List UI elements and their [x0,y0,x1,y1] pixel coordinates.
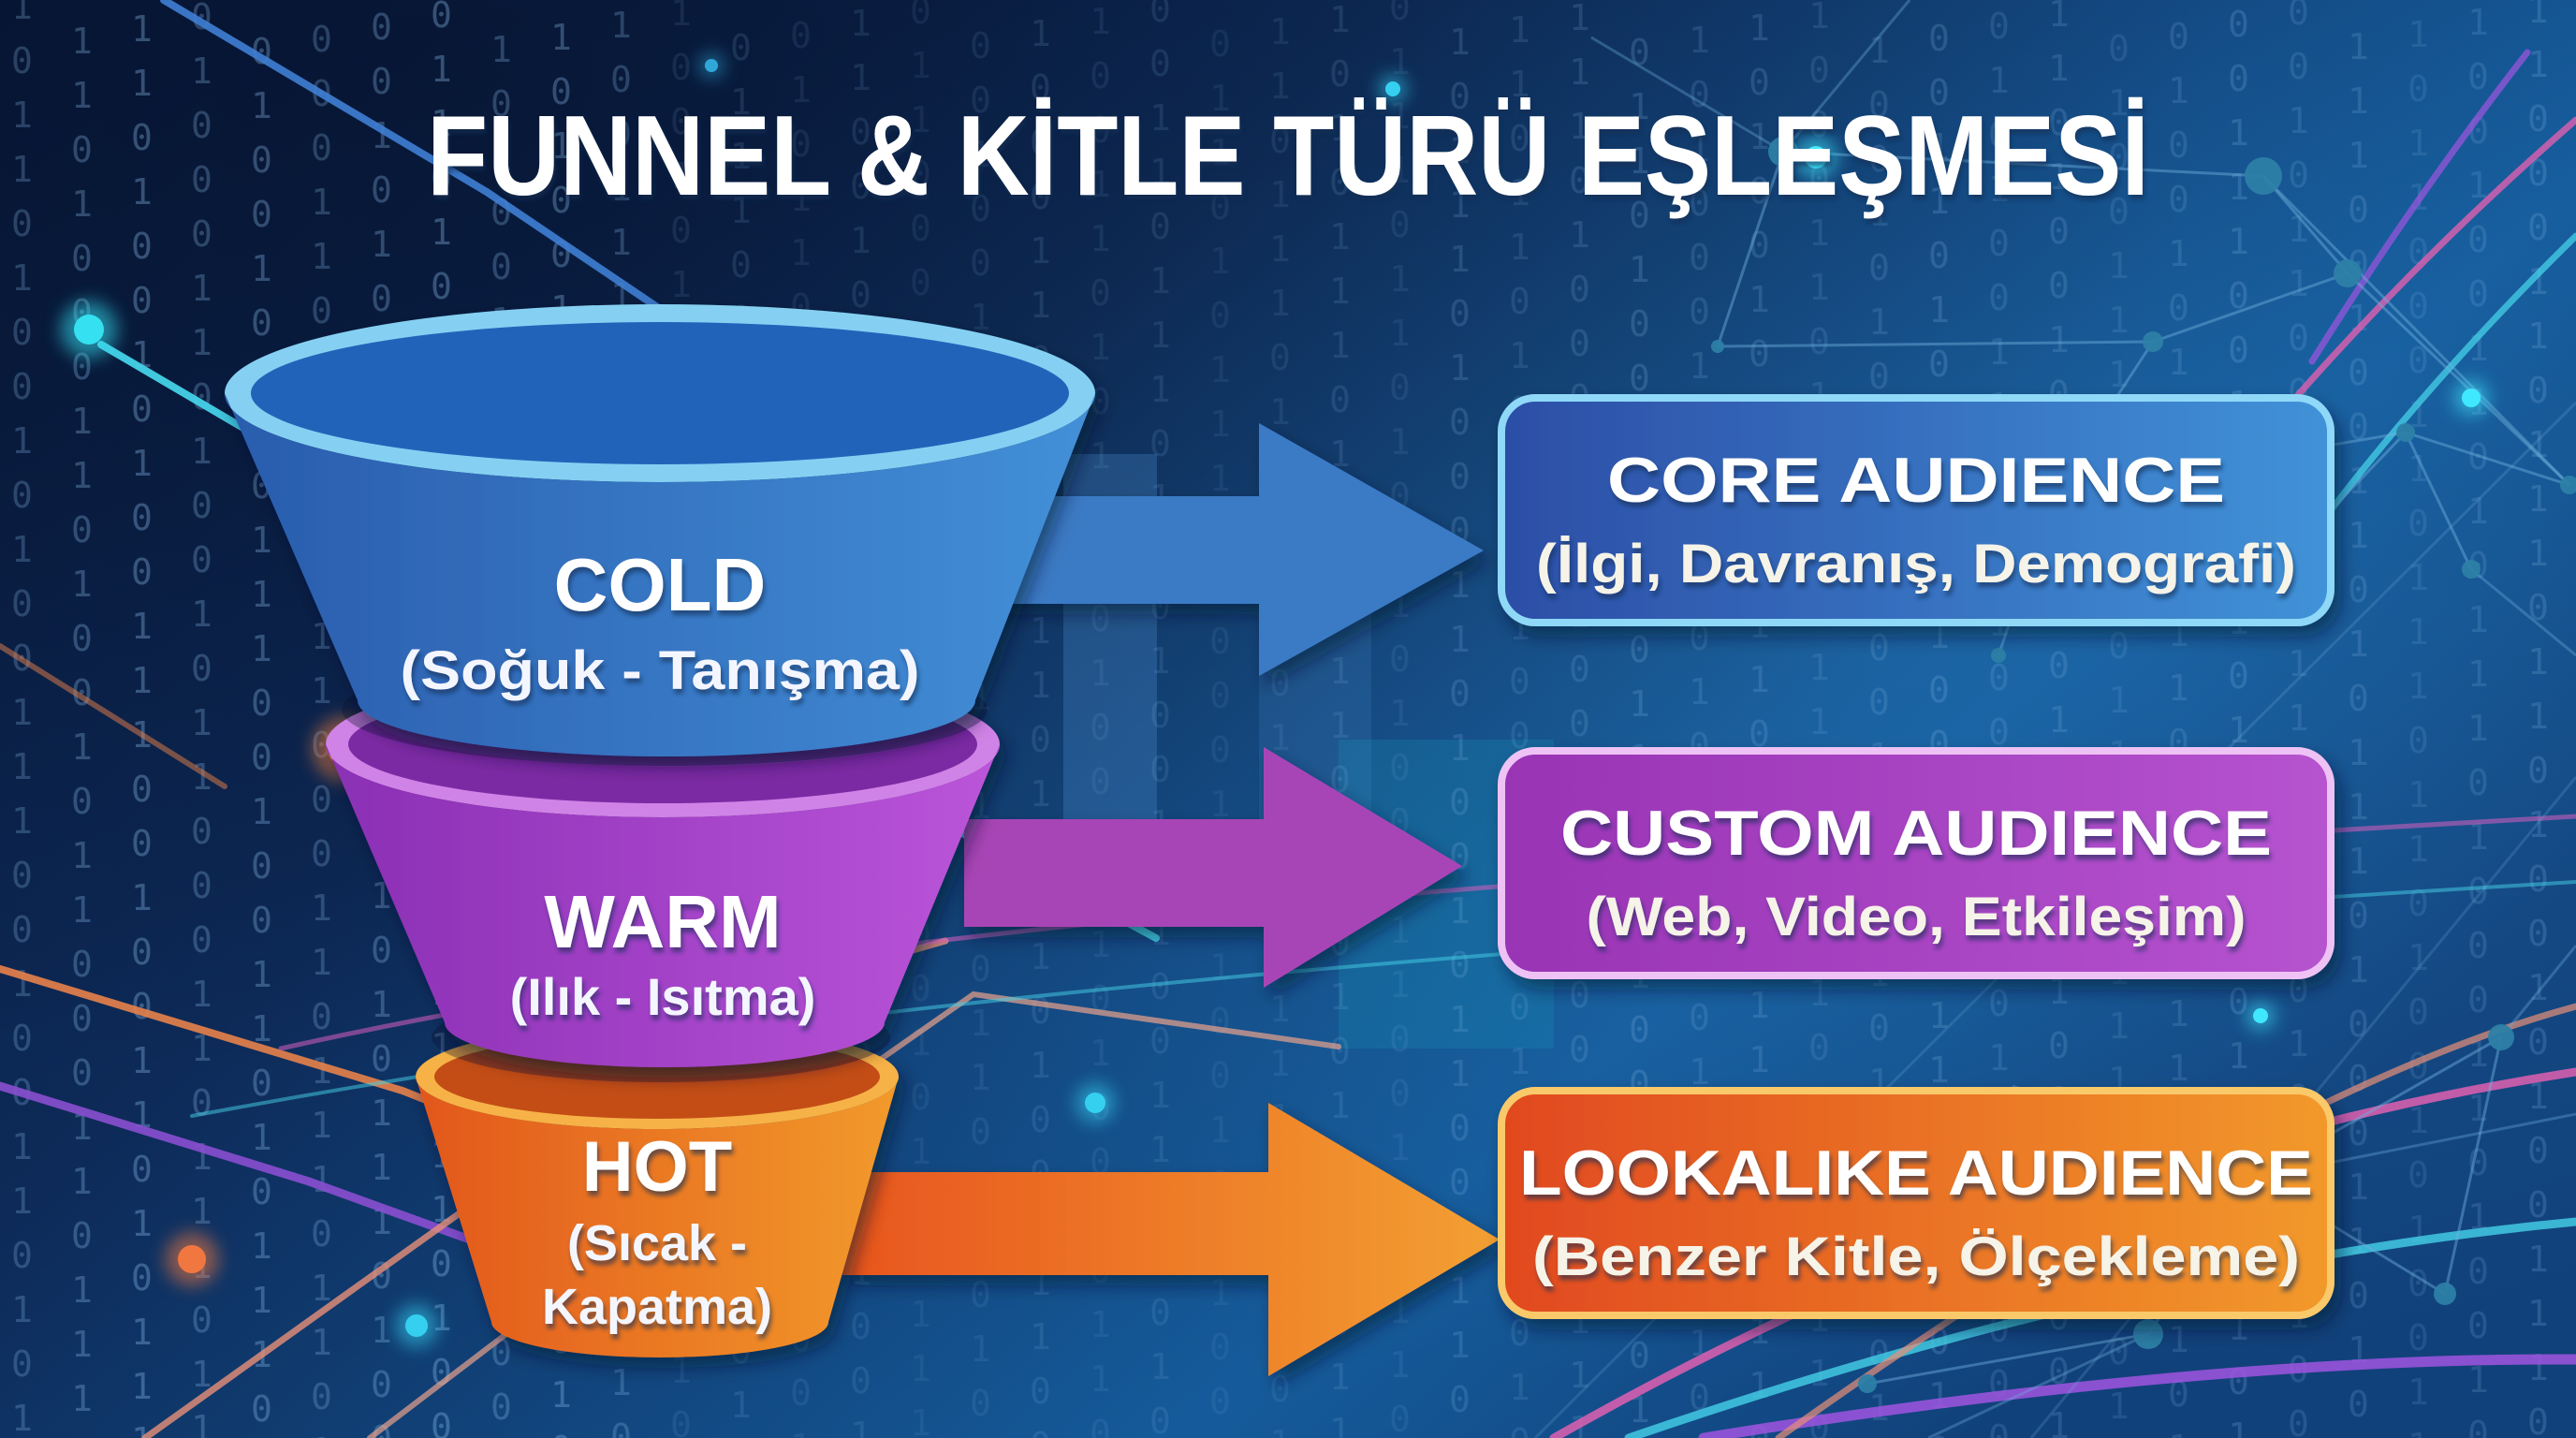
page-title: FUNNEL & KİTLE TÜRÜ EŞLEŞMESİ [427,92,2149,219]
plexus-edge [2499,945,2576,1038]
plexus-edge [1927,1332,2149,1438]
lookalike-box-shape [1498,1087,2334,1319]
binary-column: 100100110101110100011010010 [2467,2,2489,1438]
plexus-node [1858,1374,1877,1393]
plexus-node [2143,331,2163,352]
glow-dot [74,315,104,345]
neon-line [2308,49,2531,365]
plexus-node [2396,423,2415,442]
cold-subtitle: (Soğuk - Tanışma) [401,640,920,701]
lookalike-box-title: LOOKALIKE AUDIENCE [1519,1137,2313,1209]
glow-dot [1805,146,1827,169]
binary-column: 011101101001010011100100110 [1389,0,1411,1438]
plexus-edge [2261,175,2349,274]
lookalike-box-subtitle: (Benzer Kitle, Ölçekleme) [1532,1226,2300,1287]
plexus-edge [1717,340,2154,348]
glow-dot [405,1314,428,1337]
plexus-edge [2405,431,2570,487]
warm-body [326,744,1000,1067]
cold-label: COLD [554,543,767,626]
warm-subtitle: (Ilık - Isıtma) [510,967,816,1026]
plexus-edge [2346,271,2571,487]
plexus-node [2462,560,2481,579]
funnel-labels: COLD (Soğuk - Tanışma) WARM (Ilık - Isıt… [401,543,920,1335]
glow-dot [1385,81,1400,96]
cold-opening [251,322,1069,464]
core-box-shape [1498,394,2334,626]
plexus-edge [1781,0,1911,153]
custom-box-shape [1498,747,2334,979]
plexus-edge [2404,432,2473,570]
plexus-edge [2443,1036,2503,1295]
custom-box-subtitle: (Web, Video, Etkileşim) [1587,887,2247,947]
arrows-layer [842,423,1500,1376]
plexus-node [2334,259,2362,287]
audience-boxes: CORE AUDIENCE (İlgi, Davranış, Demografi… [1498,394,2334,1319]
glow-dot [705,59,718,72]
plexus-node [2133,1319,2163,1349]
arrow-warm-to-custom [964,747,1462,988]
cold-body [225,393,1095,756]
glow-dot [178,1245,206,1273]
glow-dot [1085,1093,1105,1113]
audience-box-lookalike: LOOKALIKE AUDIENCE (Benzer Kitle, Ölçekl… [1498,1087,2334,1319]
plexus-edge [2470,567,2576,657]
audience-box-core: CORE AUDIENCE (İlgi, Davranış, Demografi… [1498,394,2334,626]
plexus-edge [1716,151,1785,347]
binary-column: 001101110110100101001110010 [1149,0,1171,1438]
plexus-edge [2152,271,2349,344]
plexus-edge [1590,36,1784,154]
funnel-stage-cold [225,304,1095,756]
funnel: COLD (Soğuk - Tanışma) WARM (Ilık - Isıt… [225,304,1095,1357]
neon-line [1698,1354,2576,1438]
core-box-title: CORE AUDIENCE [1607,445,2225,516]
neon-line [0,643,227,789]
custom-box-title: CUSTOM AUDIENCE [1560,798,2272,869]
warm-label: WARM [544,880,781,963]
plexus-edge [1866,1332,2149,1386]
arrow-hot-to-lookalike [842,1103,1500,1376]
plexus-node [2560,476,2576,494]
plexus-node [2434,1283,2456,1305]
hot-label: HOT [582,1127,732,1207]
glow-dot [2253,1008,2268,1023]
plexus-node [2245,157,2282,195]
plexus-node [1991,648,2006,663]
neon-line [160,0,664,313]
binary-column: 111001001101011101000110100 [2348,26,2369,1438]
hot-subtitle-line1: (Sıcak - [567,1215,747,1271]
plexus-edge [1782,150,2264,178]
plexus-node [1768,137,1798,167]
core-box-subtitle: (İlgi, Davranış, Demografi) [1536,534,2296,594]
plexus-node [2488,1024,2514,1050]
hot-subtitle-line2: Kapatma) [542,1279,772,1335]
glow-dot [2462,389,2481,407]
plexus-edge [2261,174,2571,487]
plexus-node [1711,340,1724,353]
arrow-cold-to-core [992,423,1484,676]
audience-box-custom: CUSTOM AUDIENCE (Web, Video, Etkileşim) [1498,747,2334,979]
hot-body [416,1077,899,1357]
